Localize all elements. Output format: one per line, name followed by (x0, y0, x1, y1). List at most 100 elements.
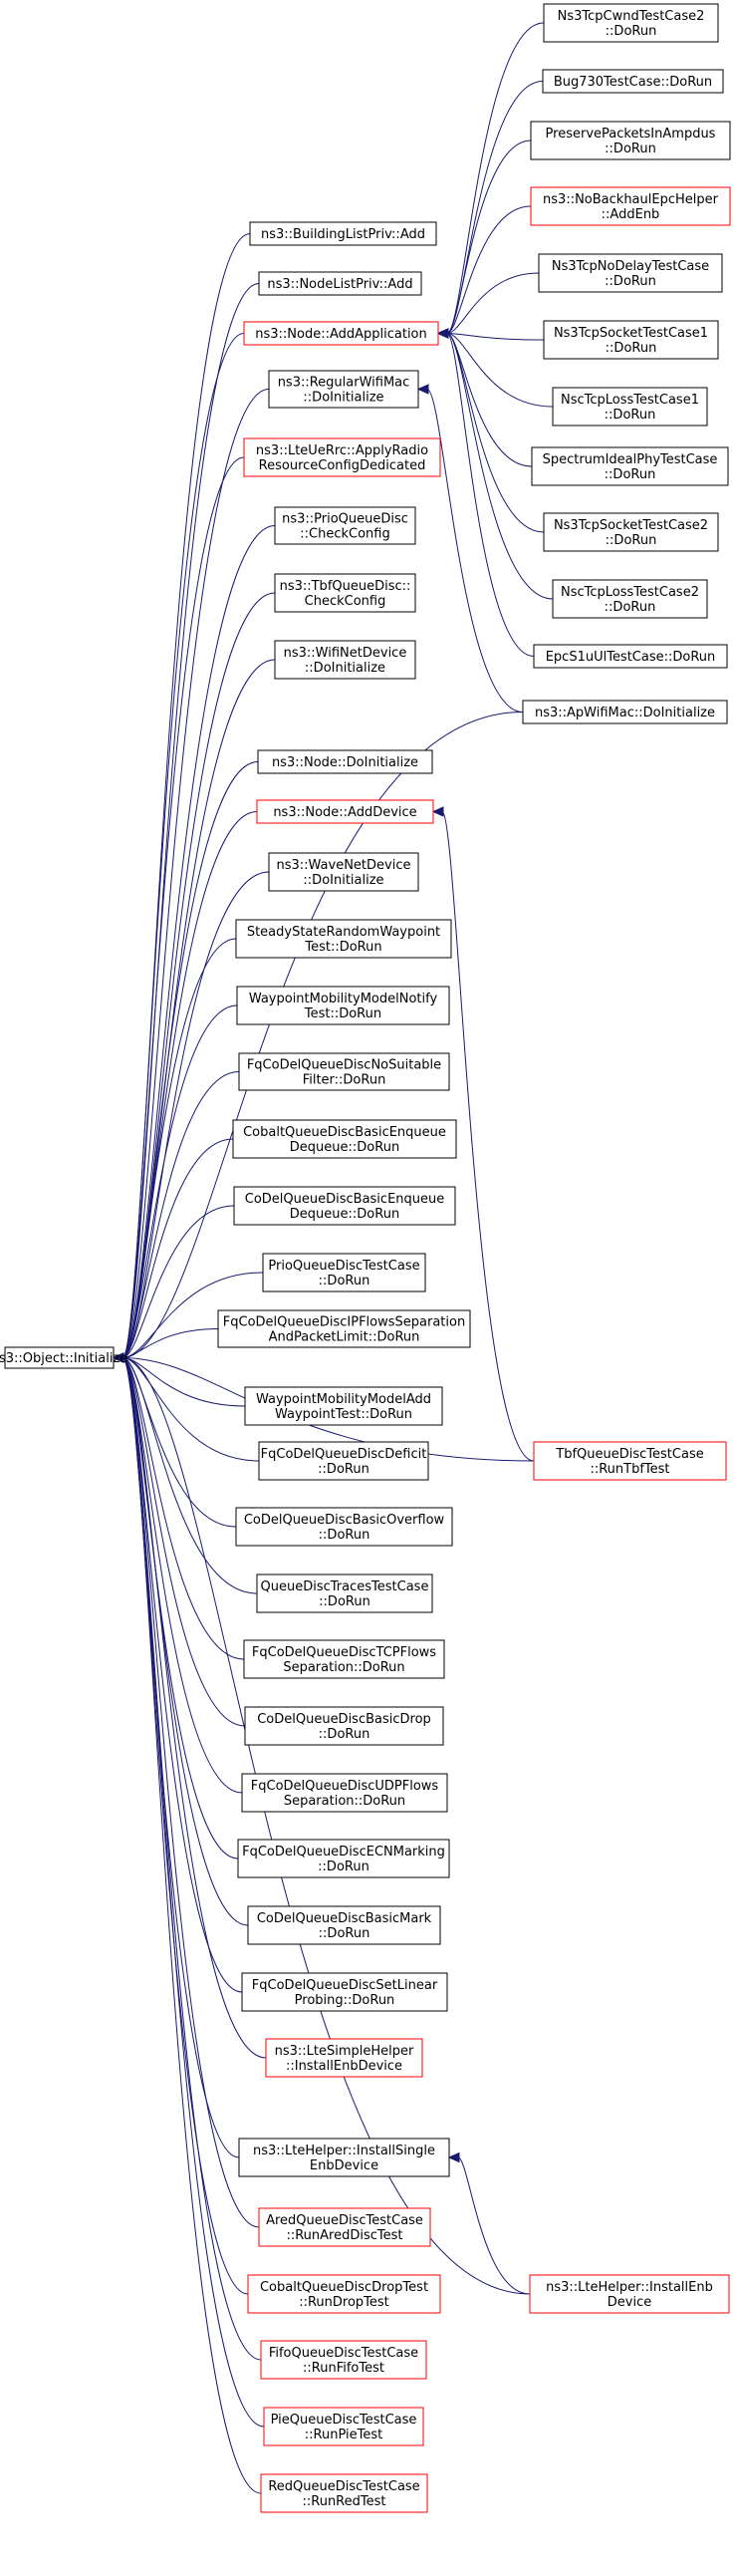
node-ltesimple[interactable]: ns3::LteSimpleHelper::InstallEnbDevice (265, 2038, 423, 2078)
node-nscloss2[interactable]: NscTcpLossTestCase2::DoRun (552, 579, 708, 619)
node-bug730[interactable]: Bug730TestCase::DoRun (542, 69, 724, 94)
node-nodelay[interactable]: Ns3TcpNoDelayTestCase::DoRun (538, 253, 723, 293)
edge-nodelay-to-addapp (436, 272, 540, 339)
node-label: Ns3TcpNoDelayTestCase (552, 259, 709, 274)
edge-line (122, 1138, 234, 1358)
node-fqecn[interactable]: FqCoDelQueueDiscECNMarking::DoRun (237, 1839, 450, 1878)
node-cobaltdrop[interactable]: CobaltQueueDiscDropTest::RunDropTest (247, 2274, 441, 2314)
edge-line (446, 22, 545, 334)
node-label: CoDelQueueDiscBasicMark (257, 1911, 432, 1926)
node-label: TbfQueueDiscTestCase (555, 1447, 703, 1462)
node-wavend[interactable]: ns3::WaveNetDevice::DoInitialize (268, 852, 419, 892)
node-label: ::AddEnb (602, 207, 660, 222)
node-adddevice[interactable]: ns3::Node::AddDevice (256, 799, 434, 824)
node-qdtraces[interactable]: QueueDiscTracesTestCase::DoRun (256, 1574, 433, 1613)
node-box (249, 221, 437, 246)
node-box (232, 1119, 457, 1159)
node-nobackhaul[interactable]: ns3::NoBackhaulEpcHelper::AddEnb (530, 186, 731, 226)
edge-ltesimple-to-root (112, 1352, 267, 2059)
node-label: Filter::DoRun (303, 1073, 386, 1088)
node-label: ::DoRun (606, 341, 657, 356)
node-label: FqCoDelQueueDiscDeficit (261, 1447, 427, 1462)
edge-nobackhaul-to-addapp (436, 205, 532, 339)
node-socket2[interactable]: Ns3TcpSocketTestCase2::DoRun (543, 512, 719, 552)
node-codeldrop[interactable]: CoDelQueueDiscBasicDrop::DoRun (244, 1706, 444, 1746)
edge-line (122, 1357, 237, 1528)
edge-line (122, 712, 524, 1358)
node-box (235, 1507, 453, 1547)
node-label: PieQueueDiscTestCase (271, 2413, 417, 2428)
node-label: ::DoInitialize (303, 873, 383, 888)
node-label: FqCoDelQueueDiscTCPFlows (252, 1645, 436, 1660)
node-waymobadd[interactable]: WaypointMobilityModelAddWaypointTest::Do… (244, 1386, 443, 1426)
node-box (263, 2407, 424, 2446)
node-fifoqd[interactable]: FifoQueueDiscTestCase::RunFifoTest (260, 2340, 427, 2380)
edge-fqlinear-to-root (112, 1352, 243, 1993)
node-prioqd[interactable]: ns3::PrioQueueDisc::CheckConfig (274, 506, 416, 545)
node-nodedoinit[interactable]: ns3::Node::DoInitialize (257, 749, 433, 774)
node-redqd[interactable]: RedQueueDiscTestCase::RunRedTest (260, 2473, 428, 2513)
node-box (552, 387, 708, 427)
node-label: ::RunRedTest (303, 2494, 386, 2509)
node-label: CheckConfig (305, 594, 386, 609)
edge-line (122, 1357, 243, 1794)
node-fqtcp[interactable]: FqCoDelQueueDiscTCPFlowsSeparation::DoRu… (243, 1639, 445, 1679)
node-regwifi[interactable]: ns3::RegularWifiMac::DoInitialize (268, 370, 419, 409)
node-fqudp[interactable]: FqCoDelQueueDiscUDPFlowsSeparation::DoRu… (241, 1773, 448, 1813)
node-box (265, 2038, 423, 2078)
node-tbftest[interactable]: TbfQueueDiscTestCase::RunTbfTest (533, 1441, 727, 1481)
node-label: ns3::Node::DoInitialize (272, 755, 418, 770)
node-label: ::RunDropTest (299, 2295, 389, 2310)
node-box (243, 321, 439, 346)
node-tbfqd[interactable]: ns3::TbfQueueDisc::CheckConfig (274, 573, 416, 613)
edge-line (446, 333, 554, 408)
node-fqdeficit[interactable]: FqCoDelQueueDiscDeficit::DoRun (258, 1441, 429, 1481)
node-lteinstenb[interactable]: ns3::LteHelper::InstallEnbDevice (529, 2274, 730, 2314)
edge-nscloss1-to-addapp (436, 328, 554, 408)
edge-addapp-to-root (112, 333, 245, 1363)
node-nodelist[interactable]: ns3::NodeListPriv::Add (258, 271, 422, 296)
node-box (233, 1186, 456, 1226)
node-epcs1u[interactable]: EpcS1uUlTestCase::DoRun (533, 644, 728, 669)
node-cobaltenq[interactable]: CobaltQueueDiscBasicEnqueueDequeue::DoRu… (232, 1119, 457, 1159)
node-box (235, 919, 452, 959)
node-label: ns3::Node::AddDevice (273, 805, 416, 820)
node-prioqdtc[interactable]: PrioQueueDiscTestCase::DoRun (262, 1253, 426, 1292)
node-label: CoDelQueueDiscBasicEnqueue (245, 1192, 445, 1207)
node-label: ns3::BuildingListPriv::Add (261, 227, 425, 242)
node-label: QueueDiscTracesTestCase (261, 1579, 429, 1594)
node-bldg[interactable]: ns3::BuildingListPriv::Add (249, 221, 437, 246)
node-codeloverflow[interactable]: CoDelQueueDiscBasicOverflow::DoRun (235, 1507, 453, 1547)
node-lterrc[interactable]: ns3::LteUeRrc::ApplyRadioResourceConfigD… (243, 437, 441, 477)
edge-line (122, 1357, 262, 2494)
edge-line (446, 81, 544, 334)
node-nscloss1[interactable]: NscTcpLossTestCase1::DoRun (552, 387, 708, 427)
node-preserve[interactable]: PreservePacketsInAmpdus::DoRun (530, 121, 731, 160)
node-addapp[interactable]: ns3::Node::AddApplication (243, 321, 439, 346)
arrow-head (436, 328, 449, 339)
edge-line (122, 1328, 219, 1358)
node-socket1[interactable]: Ns3TcpSocketTestCase1::DoRun (543, 320, 719, 360)
node-apwifi[interactable]: ns3::ApWifiMac::DoInitialize (522, 700, 728, 724)
node-codelmark[interactable]: CoDelQueueDiscBasicMark::DoRun (247, 1905, 441, 1945)
node-aredqd[interactable]: AredQueueDiscTestCase::RunAredDiscTest (258, 2207, 431, 2247)
node-label: FqCoDelQueueDiscNoSuitable (247, 1058, 441, 1073)
node-fqipflows[interactable]: FqCoDelQueueDiscIPFlowsSeparationAndPack… (217, 1309, 471, 1348)
node-box (274, 640, 416, 680)
node-cwnd2[interactable]: Ns3TcpCwndTestCase2::DoRun (543, 3, 719, 43)
node-wifind[interactable]: ns3::WifiNetDevice::DoInitialize (274, 640, 416, 680)
node-label: SteadyStateRandomWaypoint (247, 925, 440, 940)
node-label: ::DoRun (319, 1528, 370, 1543)
node-spectrum[interactable]: SpectrumIdealPhyTestCase::DoRun (531, 446, 729, 486)
edge-line (446, 333, 535, 657)
node-box (530, 121, 731, 160)
node-pieqd[interactable]: PieQueueDiscTestCase::RunPieTest (263, 2407, 424, 2446)
node-label: Separation::DoRun (283, 1660, 404, 1675)
